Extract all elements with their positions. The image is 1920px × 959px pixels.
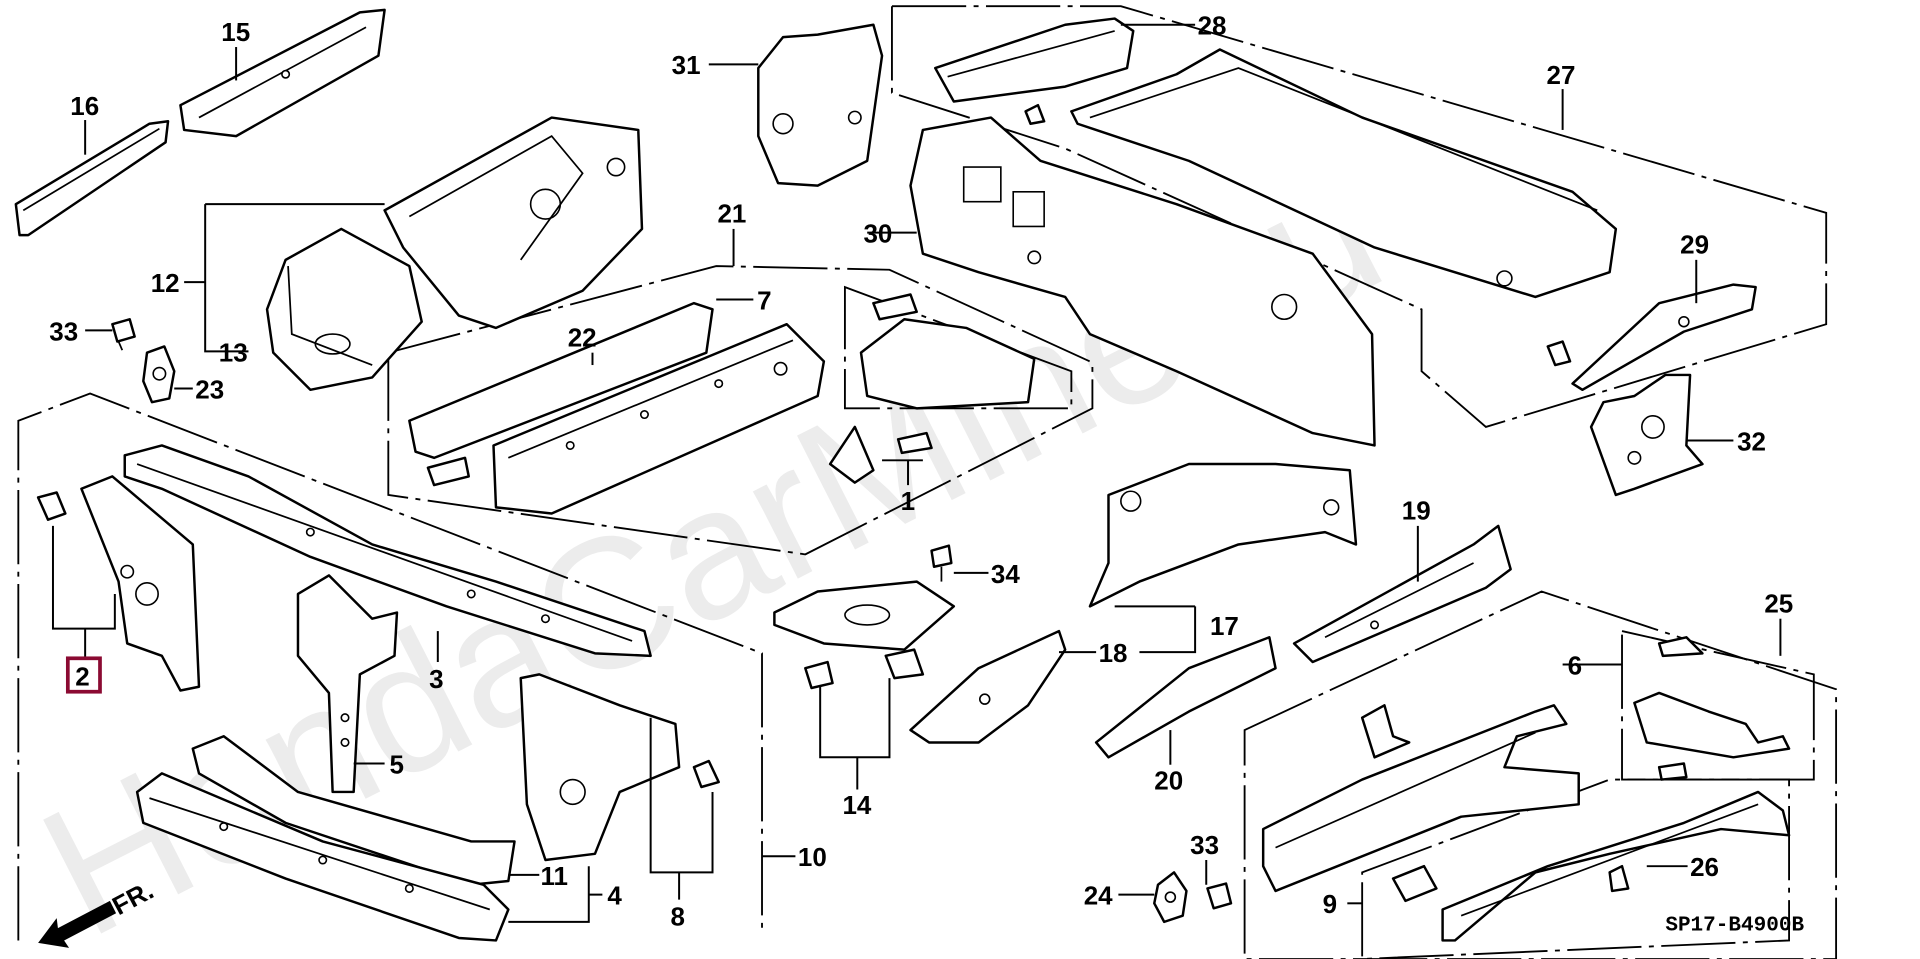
- part-19: [1292, 524, 1512, 664]
- group-outline-25: [1243, 590, 1838, 959]
- label-26[interactable]: 26: [1690, 852, 1719, 882]
- label-34[interactable]: 34: [991, 559, 1020, 589]
- part-2: [36, 475, 201, 692]
- part-6: [1633, 636, 1791, 781]
- label-15[interactable]: 15: [221, 17, 250, 47]
- label-13[interactable]: 13: [219, 337, 248, 367]
- group-outline-10: [17, 392, 763, 941]
- label-24[interactable]: 24: [1084, 881, 1113, 911]
- part-23: [142, 345, 176, 404]
- diagram-code: SP17-B4900B: [1665, 914, 1804, 938]
- part-17: [1088, 462, 1358, 608]
- part-15: [179, 8, 386, 138]
- label-31[interactable]: 31: [672, 50, 701, 80]
- part-34: [930, 544, 953, 582]
- label-22[interactable]: 22: [568, 322, 597, 352]
- label-30[interactable]: 30: [863, 219, 892, 249]
- label-14[interactable]: 14: [842, 790, 871, 820]
- label-5[interactable]: 5: [390, 749, 404, 779]
- label-1[interactable]: 1: [901, 486, 915, 516]
- part-5: [296, 574, 399, 794]
- part-11-4: [135, 735, 516, 942]
- label-33-right[interactable]: 33: [1190, 830, 1219, 860]
- part-31: [757, 23, 884, 187]
- part-29: [1571, 283, 1757, 392]
- part-16: [14, 120, 170, 237]
- label-17[interactable]: 17: [1210, 611, 1239, 641]
- group-outline-21: [387, 265, 1094, 556]
- part-8: [519, 673, 720, 862]
- label-16[interactable]: 16: [70, 91, 99, 121]
- part-27: [1070, 48, 1618, 367]
- label-19[interactable]: 19: [1402, 496, 1431, 526]
- part-22-7: [408, 301, 826, 515]
- label-2[interactable]: 2: [75, 662, 89, 692]
- label-4[interactable]: 4: [607, 881, 622, 911]
- part-30: [909, 116, 1376, 447]
- label-12[interactable]: 12: [151, 268, 180, 298]
- label-3[interactable]: 3: [429, 664, 443, 694]
- label-33-left[interactable]: 33: [49, 316, 78, 346]
- highlight-box-2: [65, 656, 102, 694]
- arrow-icon: [38, 900, 117, 948]
- label-32[interactable]: 32: [1737, 426, 1766, 456]
- part-33a: [111, 318, 136, 351]
- part-18: [909, 629, 1067, 744]
- part-13: [265, 227, 423, 392]
- label-7[interactable]: 7: [757, 285, 771, 315]
- part-labels: 1 2 3 4 5 6 7 8 9 10 11 12 13 14 15 16 1…: [49, 11, 1804, 938]
- part-20: [1094, 636, 1277, 759]
- leader-lines: [51, 23, 1782, 923]
- label-29[interactable]: 29: [1680, 230, 1709, 260]
- label-11[interactable]: 11: [541, 861, 568, 891]
- part-9: [1261, 704, 1580, 903]
- part-32: [1589, 373, 1704, 497]
- part-12: [383, 116, 644, 330]
- label-6[interactable]: 6: [1568, 650, 1582, 680]
- label-28[interactable]: 28: [1198, 11, 1227, 41]
- label-10[interactable]: 10: [798, 842, 827, 872]
- label-20[interactable]: 20: [1154, 765, 1183, 795]
- label-25[interactable]: 25: [1764, 589, 1793, 619]
- part-28: [934, 17, 1135, 125]
- group-outline-6: [1621, 629, 1815, 781]
- label-8[interactable]: 8: [670, 902, 684, 932]
- label-27[interactable]: 27: [1547, 60, 1576, 90]
- part-1: [828, 293, 1036, 484]
- part-14: [773, 580, 956, 690]
- label-21[interactable]: 21: [717, 199, 746, 229]
- label-18[interactable]: 18: [1099, 638, 1128, 668]
- label-9[interactable]: 9: [1323, 889, 1337, 919]
- part-26: [1441, 790, 1791, 942]
- label-23[interactable]: 23: [195, 374, 224, 404]
- part-24-33b: [1153, 871, 1233, 924]
- part-3: [123, 444, 652, 658]
